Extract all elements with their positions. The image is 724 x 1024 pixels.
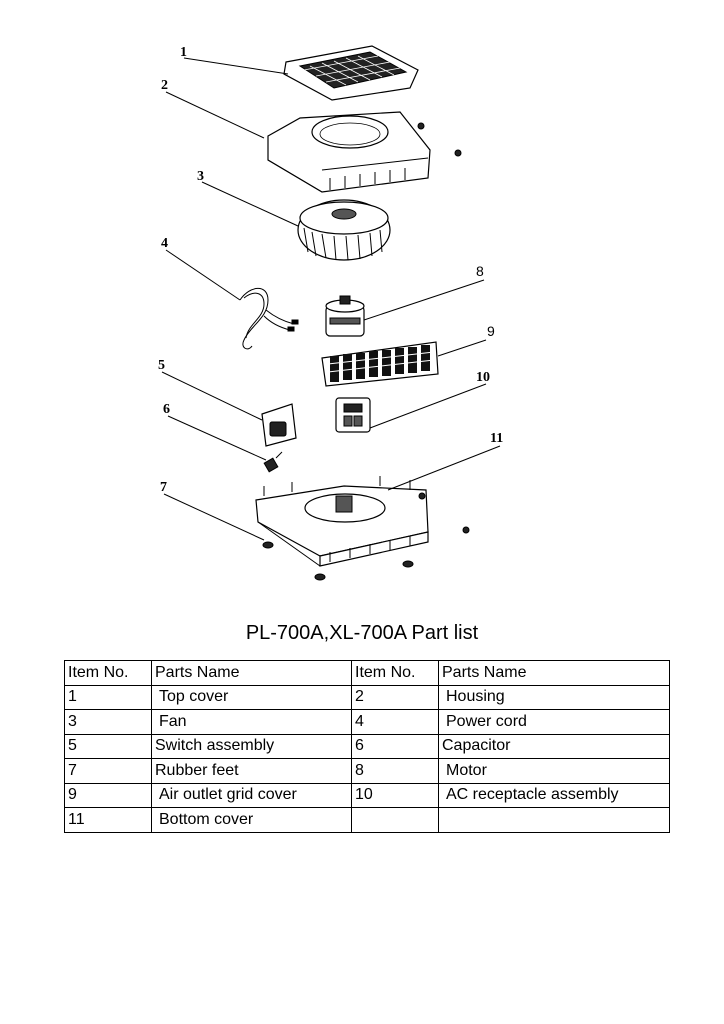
table-cell: 5: [64, 733, 152, 759]
table-cell: Housing: [438, 684, 670, 710]
table-cell: Fan: [151, 709, 352, 735]
table-cell: Power cord: [438, 709, 670, 735]
table-row: 1 Top cover 2 Housing: [64, 684, 670, 710]
table-cell: 6: [351, 733, 439, 759]
table-cell: Switch assembly: [151, 733, 352, 759]
callout-2: 2: [161, 78, 168, 93]
table-cell: Motor: [438, 758, 670, 784]
header-parts-name: Parts Name: [438, 660, 670, 686]
table-cell: 2: [351, 684, 439, 710]
power-cord-part: [239, 287, 299, 350]
housing-part: [267, 111, 462, 193]
header-item-no: Item No.: [64, 660, 152, 686]
table-cell: AC receptacle assembly: [438, 782, 670, 808]
table-row: 5 Switch assembly 6 Capacitor: [64, 733, 670, 759]
table-cell: 10: [351, 782, 439, 808]
table-row: 11 Bottom cover: [64, 807, 670, 833]
table-cell: [438, 807, 670, 833]
table-header-row: Item No. Parts Name Item No. Parts Name: [64, 660, 670, 686]
table-cell: 3: [64, 709, 152, 735]
table-cell: Top cover: [151, 684, 352, 710]
callout-8: 8: [476, 263, 484, 279]
parts-list-table: Item No. Parts Name Item No. Parts Name …: [64, 660, 670, 833]
table-cell: Rubber feet: [151, 758, 352, 784]
capacitor-part: [263, 451, 283, 473]
table-cell: [351, 807, 439, 833]
table-cell: 8: [351, 758, 439, 784]
page-title: PL-700A,XL-700A Part list: [245, 622, 479, 644]
table-cell: 11: [64, 807, 152, 833]
callout-3: 3: [197, 169, 204, 184]
table-cell: 4: [351, 709, 439, 735]
table-cell: 1: [64, 684, 152, 710]
callout-1: 1: [180, 45, 187, 60]
table-cell: Bottom cover: [151, 807, 352, 833]
callout-4: 4: [161, 236, 168, 251]
table-row: 7 Rubber feet 8 Motor: [64, 758, 670, 784]
ac-receptacle-part: [335, 397, 371, 433]
leader-lines: [161, 57, 501, 541]
exploded-parts-diagram: 1 2 3 4 5 6 7 8 9 10 11: [158, 45, 503, 581]
callout-9: 9: [487, 323, 495, 339]
switch-assembly-part: [261, 403, 297, 447]
callout-10: 10: [476, 370, 490, 385]
table-row: 9 Air outlet grid cover 10 AC receptacle…: [64, 782, 670, 808]
table-cell: 7: [64, 758, 152, 784]
header-parts-name: Parts Name: [151, 660, 352, 686]
table-cell: Air outlet grid cover: [151, 782, 352, 808]
callout-6: 6: [163, 402, 170, 417]
bottom-cover-part: [255, 476, 470, 567]
motor-part: [325, 295, 365, 337]
table-cell: Capacitor: [438, 733, 670, 759]
callout-5: 5: [158, 358, 165, 373]
table-cell: 9: [64, 782, 152, 808]
air-outlet-grid-part: [321, 341, 439, 387]
fan-part: [297, 199, 391, 261]
header-item-no: Item No.: [351, 660, 439, 686]
table-row: 3 Fan 4 Power cord: [64, 709, 670, 735]
callout-11: 11: [490, 431, 503, 446]
top-cover-part: [283, 45, 419, 101]
callout-7: 7: [160, 480, 167, 495]
rubber-feet-part: [262, 541, 414, 581]
